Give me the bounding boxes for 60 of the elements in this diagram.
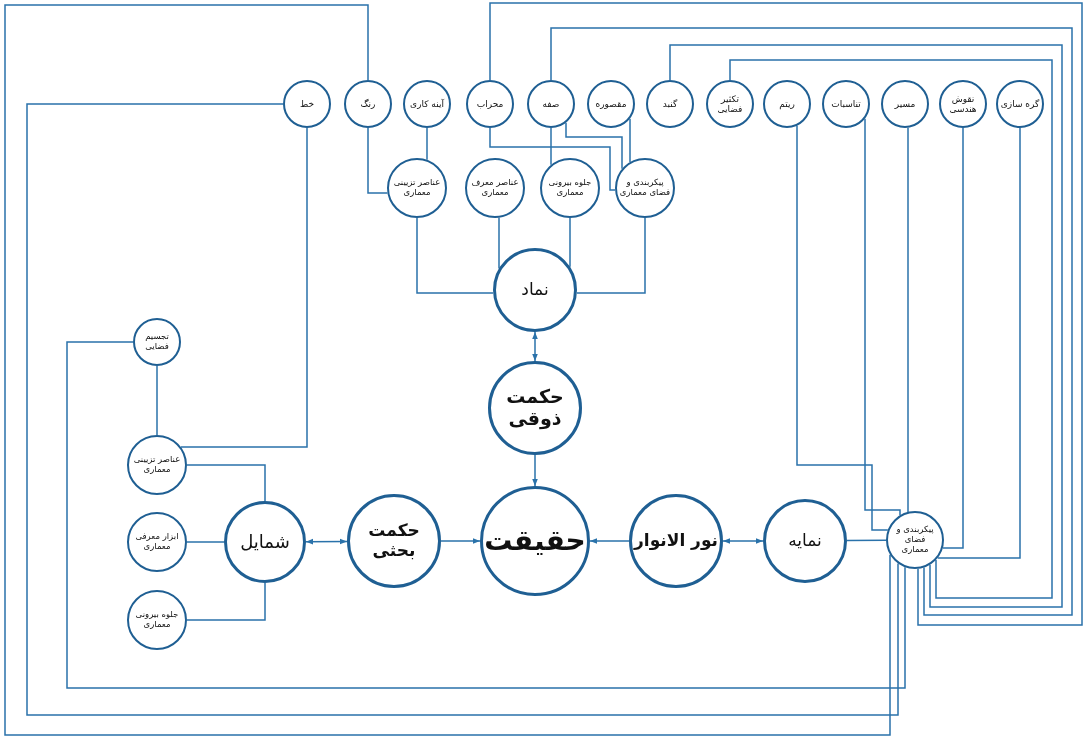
connector-line bbox=[550, 27, 1073, 616]
connector-line bbox=[565, 121, 623, 170]
connector-line bbox=[498, 216, 500, 270]
arrow bbox=[589, 538, 630, 544]
concept-circle: صفه bbox=[527, 80, 575, 128]
connector-line bbox=[576, 217, 646, 294]
concept-circle: حکمت ذوقی bbox=[488, 361, 582, 455]
connector-line bbox=[942, 127, 964, 549]
arrow bbox=[722, 538, 764, 544]
arrow bbox=[440, 538, 481, 544]
concept-circle: پیکربندی و فضای معماری bbox=[615, 158, 675, 218]
connector-line bbox=[907, 127, 909, 513]
concept-circle: عناصر معرف معماری bbox=[465, 158, 525, 218]
connector-line bbox=[4, 4, 891, 736]
concept-circle: شمایل bbox=[224, 501, 306, 583]
arrow bbox=[305, 538, 348, 545]
connector-line bbox=[729, 59, 1053, 599]
connector-line bbox=[367, 127, 389, 194]
concept-circle: حقیقت bbox=[480, 486, 590, 596]
concept-circle: جلوه بیرونی معماری bbox=[540, 158, 600, 218]
connector-line bbox=[669, 44, 1063, 608]
connector-line bbox=[550, 127, 552, 166]
connector-line bbox=[569, 217, 571, 268]
concept-circle: گنبد bbox=[646, 80, 694, 128]
connector-line bbox=[186, 464, 266, 502]
concept-circle: تکثیر فضایی bbox=[706, 80, 754, 128]
concept-circle: مسیر bbox=[881, 80, 929, 128]
concept-circle: حکمت بحثی bbox=[347, 494, 441, 588]
concept-circle: تجسیم فضایی bbox=[133, 318, 181, 366]
connector-line bbox=[416, 217, 494, 294]
concept-circle: رنگ bbox=[344, 80, 392, 128]
connector-line bbox=[426, 127, 428, 161]
connector-line bbox=[156, 365, 158, 436]
concept-circle: جلوه بیرونی معماری bbox=[127, 590, 187, 650]
connector-line bbox=[489, 127, 616, 191]
arrow bbox=[532, 454, 538, 487]
concept-circle: نور الانوار bbox=[629, 494, 723, 588]
concept-circle: گره سازی bbox=[996, 80, 1044, 128]
concept-circle: عناصر تزیینی معماری bbox=[387, 158, 447, 218]
connector-line bbox=[180, 127, 308, 448]
connector-line bbox=[489, 2, 1083, 626]
concept-circle: ابزار معرفی معماری bbox=[127, 512, 187, 572]
concept-circle: آینه کاری bbox=[403, 80, 451, 128]
connector-line bbox=[186, 582, 266, 621]
connector-line bbox=[66, 341, 906, 689]
concept-circle: ریتم bbox=[763, 80, 811, 128]
concept-circle: نمایه bbox=[763, 499, 847, 583]
concept-circle: نقوش هندسی bbox=[939, 80, 987, 128]
concept-circle: خط bbox=[283, 80, 331, 128]
arrow bbox=[532, 331, 538, 362]
concept-circle: تناسبات bbox=[822, 80, 870, 128]
concept-circle: مقصوره bbox=[587, 80, 635, 128]
connector-line bbox=[796, 125, 889, 531]
connector-line bbox=[186, 541, 225, 543]
connector-line bbox=[846, 539, 887, 542]
concept-circle: محراب bbox=[466, 80, 514, 128]
concept-circle: نماد bbox=[493, 248, 577, 332]
concept-circle: پیکربندی و فضای معماری bbox=[886, 511, 944, 569]
concept-circle: عناصر تزیینی معماری bbox=[127, 435, 187, 495]
connector-line bbox=[26, 103, 899, 716]
